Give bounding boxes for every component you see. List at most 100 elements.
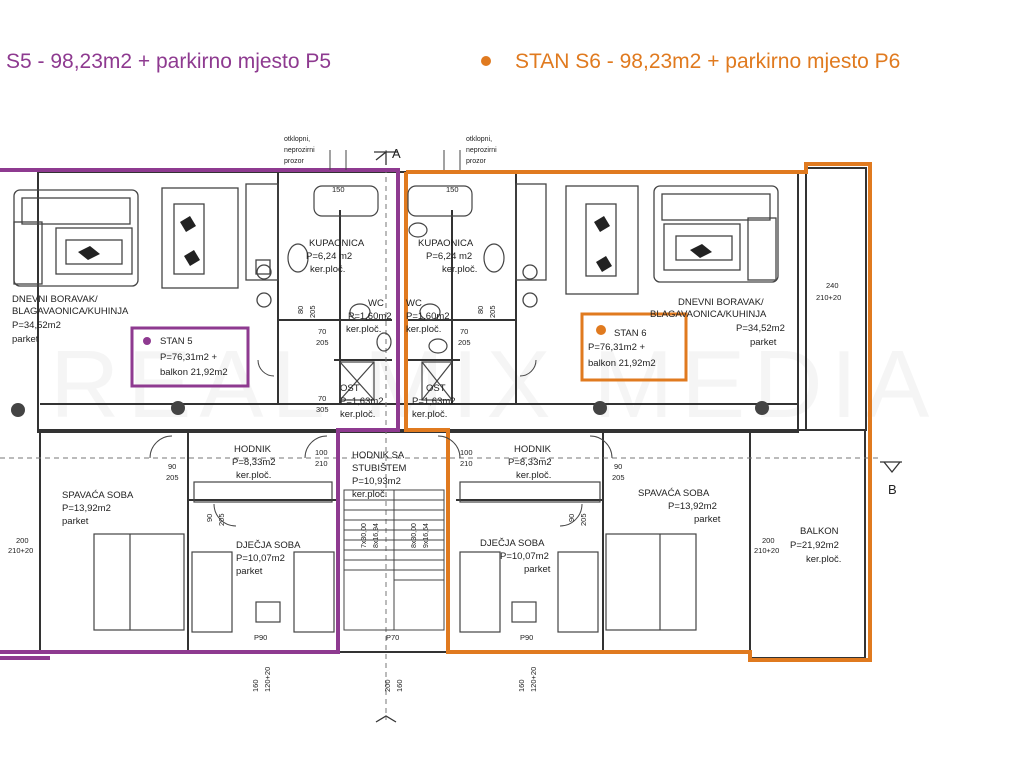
dim-200-right: 200 [762, 536, 775, 545]
dim-160-right: 160 [517, 679, 526, 692]
s5-boundary [0, 168, 400, 660]
bed-left-3: parket [62, 516, 89, 527]
dim-70-wc-right: 70 [460, 327, 468, 336]
bed-right-2: P=13,92m2 [668, 501, 717, 512]
stan5-balcony: balkon 21,92m2 [160, 367, 228, 378]
wc-left-2: P=1,60m2 [348, 311, 392, 322]
bath-left-1: KUPAONICA [309, 238, 365, 249]
section-a-marker: A [392, 146, 401, 161]
staircase [343, 489, 445, 631]
dim-160-left-a: 160 [251, 679, 260, 692]
dim-205-bath-right: 205 [488, 305, 497, 318]
bed-right-1: SPAVAĆA SOBA [638, 488, 710, 499]
stan5-name: STAN 5 [160, 336, 193, 347]
stairs-dim-2: 8x16,94 [373, 523, 380, 548]
bed-left-1: SPAVAĆA SOBA [62, 490, 134, 501]
dim-205-kid-left: 205 [217, 513, 226, 526]
window-note-left-2: neprozirni [284, 147, 315, 154]
window-note-left-3: prozor [284, 158, 305, 165]
dim-90-left: 90 [168, 462, 176, 471]
dim-90-kid-left: 90 [205, 514, 214, 522]
dim-205-wc-right: 205 [458, 338, 471, 347]
stair-hall-2: STUBIŠTEM [352, 463, 406, 474]
bath-right-2: P=6,24 m2 [426, 251, 472, 262]
stairs-dim-3: 8x30,00 [411, 523, 418, 548]
dim-240: 240 [826, 281, 839, 290]
kid-left-1: DJEČJA SOBA [236, 540, 301, 551]
dim-150-left: 150 [332, 185, 345, 194]
dim-160-stair: 160 [395, 679, 404, 692]
dim-205-left: 205 [166, 473, 179, 482]
window-note-right-3: prozor [466, 158, 487, 165]
dim-70-ost-left: 70 [318, 394, 326, 403]
ost-right-1: OST [426, 383, 446, 394]
s6-title: STAN S6 - 98,23m2 + parkirno mjesto P6 [515, 50, 901, 73]
bathroom-fixtures [287, 185, 505, 401]
kid-left-3: parket [236, 566, 263, 577]
stan6-balcony: balkon 21,92m2 [588, 358, 656, 369]
stan6-area: P=76,31m2 + [588, 342, 645, 353]
living-right-1: DNEVNI BORAVAK/ [678, 297, 764, 308]
bedroom-furniture [93, 481, 697, 633]
bath-left-2: P=6,24 m2 [306, 251, 352, 262]
dim-205-wc-left: 205 [316, 338, 329, 347]
stairs-dim-4: 9x16,64 [423, 523, 430, 548]
dim-70-wc-left: 70 [318, 327, 326, 336]
dim-90-kid-right: 90 [567, 514, 576, 522]
living-left-3: P=34,52m2 [12, 320, 61, 331]
section-b-marker: B [888, 482, 897, 497]
hall-right-2: P=8,33m2 [508, 457, 552, 468]
stairs-dim-1: 7x30,00 [361, 523, 368, 548]
dim-200-stair: 200 [383, 679, 392, 692]
kid-left-2: P=10,07m2 [236, 553, 285, 564]
hall-left-3: ker.ploč. [236, 470, 271, 481]
dim-210-20-left: 210+20 [8, 546, 33, 555]
window-note-left-1: otklopni, [284, 136, 310, 143]
door-arcs [149, 359, 613, 527]
balcony-right-1: BALKON [800, 526, 839, 537]
kid-right-1: DJEČJA SOBA [480, 538, 545, 549]
s6-boundary [404, 162, 872, 662]
living-left-1: DNEVNI BORAVAK/ [12, 294, 98, 305]
living-right-4: parket [750, 337, 777, 348]
wc-right-2: P=1,60m2 [406, 311, 450, 322]
dim-100-left: 100 [315, 448, 328, 457]
stair-hall-1: HODNIK SA [352, 450, 405, 461]
wc-left-3: ker.ploč. [346, 324, 381, 335]
right-living-furniture [515, 183, 779, 308]
stair-hall-3: P=10,93m2 [352, 476, 401, 487]
bath-left-3: ker.ploč. [310, 264, 345, 275]
dim-200-left: 200 [16, 536, 29, 545]
wc-right-3: ker.ploč. [406, 324, 441, 335]
dim-80-left: 80 [296, 306, 305, 314]
left-living-furniture [13, 183, 279, 308]
ost-right-3: ker.ploč. [412, 409, 447, 420]
door-p70: P70 [386, 633, 399, 642]
bed-left-2: P=13,92m2 [62, 503, 111, 514]
hall-right-3: ker.ploč. [516, 470, 551, 481]
balcony-right-2: P=21,92m2 [790, 540, 839, 551]
dim-90-right: 90 [614, 462, 622, 471]
bath-right-1: KUPAONICA [418, 238, 474, 249]
dim-150-right: 150 [446, 185, 459, 194]
dim-210-20-right-top: 210+20 [816, 293, 841, 302]
bed-right-3: parket [694, 514, 721, 525]
living-left-2: BLAGAVAONICA/KUHINJA [12, 306, 129, 317]
dim-80-right: 80 [476, 306, 485, 314]
window-note-right-1: otklopni, [466, 136, 492, 143]
stair-hall-4: ker.ploč. [352, 489, 387, 500]
dim-210-right: 210 [460, 459, 473, 468]
wc-left-1: WC [368, 298, 384, 309]
door-p90-left: P90 [254, 633, 267, 642]
dim-205-bath-left: 205 [308, 305, 317, 318]
dim-205-right: 205 [612, 473, 625, 482]
dim-210-left: 210 [315, 459, 328, 468]
ost-left-1: OST [340, 383, 360, 394]
stan5-box [130, 326, 250, 388]
living-right-3: P=34,52m2 [736, 323, 785, 334]
hall-left-2: P=8,33m2 [232, 457, 276, 468]
hall-right-1: HODNIK [514, 444, 552, 455]
dim-120-20-left: 120+20 [263, 667, 272, 692]
stan5-area: P=76,31m2 + [160, 352, 217, 363]
balcony-right-3: ker.ploč. [806, 554, 841, 565]
